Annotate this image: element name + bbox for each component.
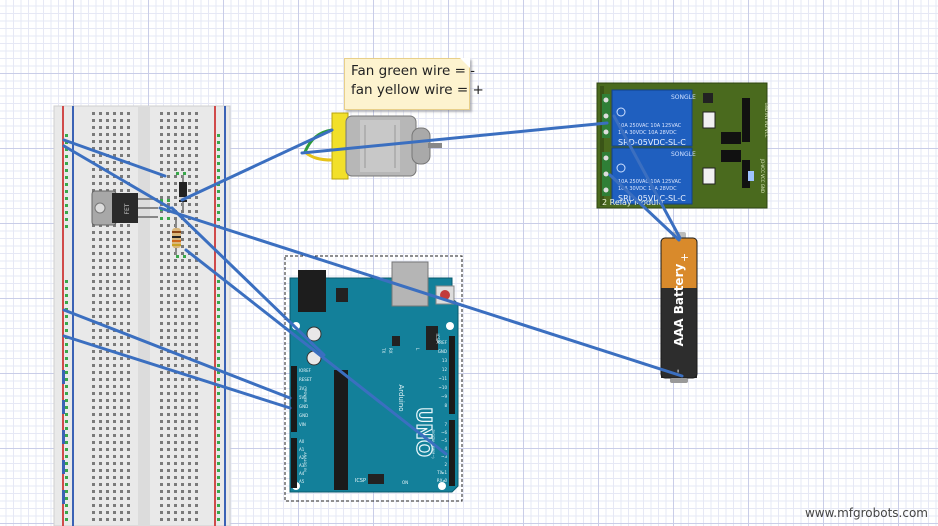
arduino-pin-label: A0 (299, 439, 305, 444)
power-section-label: POWER (303, 390, 307, 404)
arduino-pin-label: RESET (299, 377, 312, 382)
arduino-pin-label: ~6 (441, 430, 447, 435)
arduino-pin-label: 13 (442, 358, 448, 363)
arduino-pin-label: 8 (444, 403, 447, 408)
relay-model-2: SRD-05VDC-SL-C (618, 194, 686, 203)
arduino-pin-label: A3 (299, 463, 305, 468)
digital-header-high (449, 336, 455, 414)
analog-header (291, 438, 297, 488)
relay-module: SONGLE SONGLE 10A 250VAC 10A 125VAC 10A … (596, 82, 769, 209)
arduino-pin-label: 5V (299, 395, 305, 400)
aaa-battery: AAA Battery + - (660, 232, 698, 383)
wire-resistor-to-arduino-pin (184, 248, 448, 456)
relay-brand-1: SONGLE (671, 94, 696, 101)
relay-pins-label: GND IN1 IN2 VCC (764, 103, 769, 138)
arduino-pin-label: 2 (444, 462, 447, 467)
arduino-pin-label: IOREF (299, 368, 312, 373)
arduino-pin-label: A1 (299, 447, 305, 452)
rx-label: RX (388, 348, 393, 354)
wire-mosfet-to-arduino (170, 206, 326, 357)
arduino-pin-label-gnd: GND (438, 349, 447, 354)
arduino-pin-label: ~11 (439, 376, 448, 381)
arduino-pin-label: 7 (444, 422, 447, 427)
note-line-2: fan yellow wire = + (351, 82, 484, 98)
mount-hole (438, 482, 446, 490)
wire-rail-to-gnd (62, 334, 292, 410)
watermark: www.mfgrobots.com (804, 506, 928, 520)
mosfet-label: FET (124, 203, 131, 214)
tx-label: TX (381, 347, 386, 353)
battery-minus: - (671, 369, 684, 373)
wire-rail-to-diode (62, 138, 167, 178)
icsp-header-top (426, 326, 438, 350)
arduino-pin-label: A5 (299, 479, 305, 484)
arduino-pin-label: VIN (299, 422, 306, 427)
arduino-pin-label-aref: AREF (437, 340, 448, 345)
wire-fan-to-diode (180, 128, 334, 202)
l-led-label: L (415, 348, 420, 351)
relay-power-header (742, 160, 750, 188)
relay-spec-1b: 10A 30VDC 10A 28VDC (618, 130, 677, 136)
battery-plus: + (678, 253, 691, 262)
power-header (291, 366, 297, 432)
arduino-pin-label: A4 (299, 471, 305, 476)
wire-rail-to-5v (62, 308, 292, 400)
arduino-pin-label: ~3 (441, 454, 447, 459)
breadboard (53, 105, 231, 526)
relay-input-header (742, 98, 750, 142)
note-line-1: Fan green wire = - (351, 63, 476, 79)
icsp-header-bottom (368, 474, 384, 484)
arduino-pin-label: 12 (442, 367, 448, 372)
wires (62, 114, 684, 456)
arduino-pin-label: A2 (299, 455, 305, 460)
arduino-pin-label: 4 (444, 446, 447, 451)
relay-model-1: SRD-05VDC-SL-C (618, 138, 686, 147)
wire-mosfet-to-battery (158, 206, 684, 378)
atmega-chip (334, 370, 348, 490)
battery-label: AAA Battery (672, 264, 686, 347)
arduino-pin-label: GND (299, 404, 308, 409)
arduino-pin-label: RX◂0 (437, 478, 448, 483)
mount-hole (446, 322, 454, 330)
arduino-pin-label: GND (299, 413, 308, 418)
analog-section-label: ANALOG IN (303, 452, 307, 472)
arduino-pin-label: 3V3 (299, 386, 307, 391)
wire-relay-to-battery (608, 173, 681, 242)
breadboard-holes (92, 112, 198, 521)
arduino-brand: Arduino (397, 384, 405, 411)
fan-wire-note: Fan green wire = - fan yellow wire = + (344, 58, 484, 110)
on-led-label: ON (402, 480, 408, 485)
arduino-pin-label: ~10 (439, 385, 448, 390)
wire-relay-to-battery-2 (612, 114, 682, 240)
relay-brand-2: SONGLE (671, 151, 696, 158)
arduino-pin-label: ~9 (441, 394, 447, 399)
relay-module-title: 2 Relay Module (602, 198, 663, 207)
relay-spec-1a: 10A 250VAC 10A 125VAC (618, 123, 682, 129)
relay-spec-2b: 10A 30VDC 10A 28VDC (618, 186, 677, 192)
icsp-label-top: ICSP (435, 334, 440, 344)
mosfet: FET (91, 190, 158, 226)
resistor (172, 220, 181, 255)
wire-rail-to-mosfet (62, 144, 172, 210)
icsp-label-bottom: ICSP (355, 478, 366, 484)
relay-power-label: JD-VCC VCC GND (760, 158, 765, 193)
dc-power-jack (298, 270, 326, 312)
wire-relay-to-fan (300, 121, 609, 155)
digital-header-low (449, 420, 455, 486)
arduino-pin-label: ~5 (441, 438, 447, 443)
arduino-pin-label: TX▸1 (436, 470, 447, 475)
